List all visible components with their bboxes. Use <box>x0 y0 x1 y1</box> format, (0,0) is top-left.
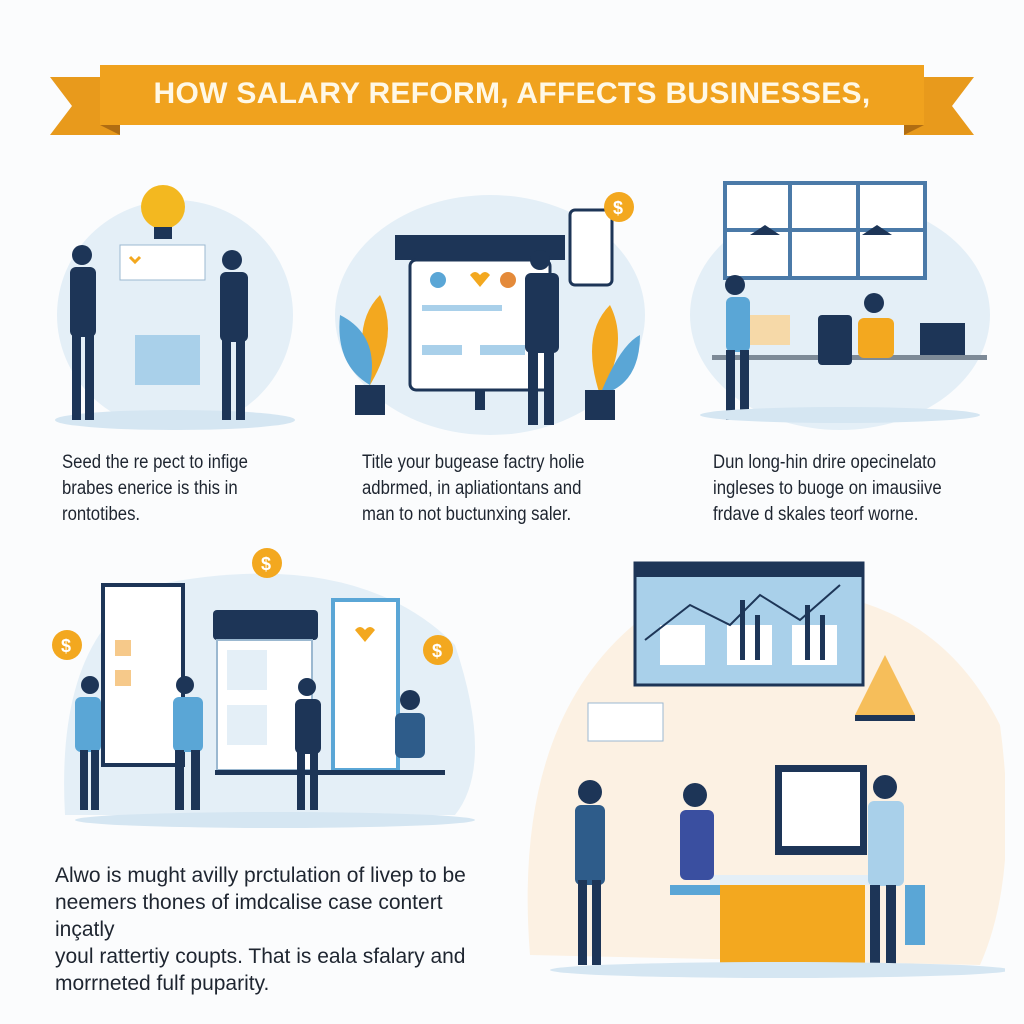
caption-line: rontotibes. <box>62 504 141 525</box>
caption-line: adbrmed, in apliationtans and <box>362 478 582 499</box>
illustration-presentation-boards: $ $ $ <box>52 548 475 828</box>
illustration-office-workspace <box>690 181 990 430</box>
dollar-coin-icon: $ <box>52 630 82 660</box>
dollar-coin-icon: $ <box>252 548 282 578</box>
illustration-analytics-team <box>527 561 1005 978</box>
title-banner-ribbon <box>50 65 974 135</box>
dollar-coin-icon: $ <box>423 635 453 665</box>
svg-text:$: $ <box>613 198 623 218</box>
lightbulb-icon <box>141 185 185 239</box>
caption-line: neemers thones of imdcalise case contert… <box>55 891 443 941</box>
panel-3-caption: Dun long-hin drire opecinelato ingleses … <box>713 450 1003 528</box>
caption-line: Seed the re pect to infige <box>62 452 248 473</box>
svg-text:$: $ <box>61 636 71 656</box>
caption-line: brabes enerice is this in <box>62 478 238 499</box>
panel-1-caption: Seed the re pect to infige brabes eneric… <box>62 450 352 528</box>
caption-line: frdave d skales teorf worne. <box>713 504 919 525</box>
panel-2-caption: Title your bugease factry holie adbrmed,… <box>362 450 652 528</box>
caption-line: youl rattertiy coupts. That is eala sfal… <box>55 945 466 968</box>
caption-line: man to not buctunxing saler. <box>362 504 572 525</box>
caption-line: Title your bugease factry holie <box>362 452 585 473</box>
caption-line: morrneted fulf puparity. <box>55 972 270 995</box>
panel-4-caption: Alwo is mught avilly prctulation of live… <box>55 862 495 997</box>
illustration-dashboard-screen: $ <box>335 192 645 435</box>
svg-text:$: $ <box>261 554 271 574</box>
illustration-handshake-meeting <box>55 185 295 430</box>
caption-line: ingleses to buoge on imausiive <box>713 478 942 499</box>
caption-line: Alwo is mught avilly prctulation of live… <box>55 864 466 887</box>
dollar-coin-icon: $ <box>604 192 634 222</box>
caption-line: Dun long-hin drire opecinelato <box>713 452 937 473</box>
svg-text:$: $ <box>432 641 442 661</box>
page-title: HOW SALARY REFORM, AFFECTS BUSINESSES, <box>153 77 871 110</box>
